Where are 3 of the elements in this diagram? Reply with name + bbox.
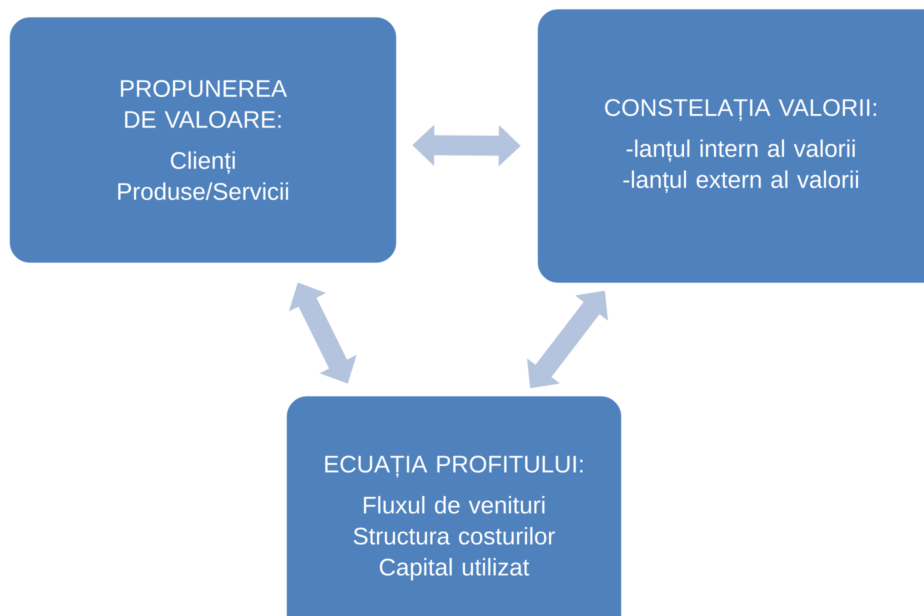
text-box: CONSTELAȚIA VALORII: -lanțul intern al valorii -lanțul extern al valorii: [538, 9, 924, 283]
text-box: ECUAȚIA PROFITULUI: Fluxul de venituri Structura costurilor Capital utilizat: [286, 396, 622, 616]
text-box: PROPUNEREA DE VALOARE: Clienți Produse/Servicii: [10, 17, 396, 263]
